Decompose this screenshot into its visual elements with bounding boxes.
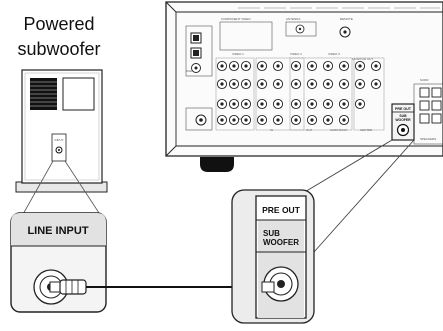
rear-rca-jack	[256, 98, 268, 110]
rear-rca-jack	[306, 78, 318, 90]
subwoofer-cabinet: INPUT	[15, 69, 108, 193]
rear-rca-jack	[290, 78, 302, 90]
rear-rca-jack	[370, 60, 382, 72]
rear-rca-jack	[322, 98, 334, 110]
rear-label-component: COMPONENT VIDEO	[221, 17, 251, 21]
rear-rca-jack	[216, 98, 228, 110]
rear-rca-jack	[354, 98, 366, 110]
line-input-callout: LINE INPUT	[10, 212, 107, 313]
receiver-subwoofer-preout: PRE OUT SUB WOOFER	[391, 103, 415, 141]
jack-group-frame	[215, 57, 255, 131]
rear-label-surr: SURR	[420, 78, 429, 82]
rear-rca-jack	[272, 60, 284, 72]
rear-label-monitor: MONITOR OUT	[352, 57, 373, 61]
zoom-callout-line-right	[313, 139, 415, 253]
rear-rca-jack	[256, 60, 268, 72]
jack-group-frame	[255, 57, 305, 131]
preout-zoom-panel: PRE OUT SUB WOOFER	[231, 189, 315, 324]
zoom-woofer-label: WOOFER	[263, 238, 299, 247]
receiver-unit: COMPONENT VIDEO ANTENNA REMOTE DIGITAL V…	[165, 1, 443, 172]
rear-rca-jack	[240, 78, 252, 90]
rear-rca-jack	[240, 60, 252, 72]
rear-rca-jack	[240, 98, 252, 110]
rear-rca-jack	[216, 114, 228, 126]
zoom-subwoofer-jack	[263, 266, 299, 302]
rear-rca-jack	[272, 78, 284, 90]
rear-rca-jack	[322, 78, 334, 90]
zoom-sub-label: SUB	[263, 229, 280, 238]
rear-rca-jack	[322, 60, 334, 72]
receiver-foot	[200, 157, 234, 172]
rear-rca-jack	[338, 60, 350, 72]
callout-line-right	[64, 160, 102, 217]
rear-rca-jack	[290, 114, 302, 126]
rear-rca-jack	[228, 98, 240, 110]
rear-rca-jack	[228, 60, 240, 72]
subwoofer-title-line2: subwoofer	[17, 39, 100, 59]
ground-screw	[185, 107, 213, 131]
rear-label-digital: DIGITAL	[186, 69, 198, 73]
rear-label-video1: VIDEO 1	[232, 52, 244, 56]
rear-rca-jack	[290, 60, 302, 72]
subwoofer-input-tiny-label: INPUT	[55, 138, 64, 142]
zoom-callout-line-left	[297, 139, 393, 197]
rear-rca-jack	[338, 98, 350, 110]
rear-rca-jack	[322, 114, 334, 126]
rear-rca-jack	[306, 60, 318, 72]
rear-rca-jack	[370, 78, 382, 90]
subwoofer-title-line1: Powered	[23, 14, 94, 34]
zoom-preout-label: PRE OUT	[262, 205, 301, 215]
receiver-preout-label: PRE OUT	[395, 107, 412, 111]
jack-group-frame	[289, 57, 353, 131]
rear-rca-jack	[338, 78, 350, 90]
rear-rca-jack	[354, 78, 366, 90]
rear-label-video3: VIDEO 3	[328, 52, 340, 56]
digital-block	[185, 25, 213, 77]
rear-rca-jack	[256, 114, 268, 126]
antenna-connector	[285, 21, 317, 37]
speaker-terminals	[413, 83, 443, 145]
rear-rca-jack	[228, 78, 240, 90]
rear-rca-jack	[216, 78, 228, 90]
rear-rca-jack	[338, 114, 350, 126]
subwoofer-panel	[62, 77, 95, 111]
rear-label-speakers: SPEAKERS	[420, 137, 436, 141]
receiver-woofer-label: WOOFER	[395, 118, 411, 122]
callout-line-left	[21, 160, 54, 217]
rear-rca-jack	[228, 114, 240, 126]
subwoofer-heatsink	[30, 78, 57, 110]
rear-label-audio: AUDIO	[234, 117, 244, 121]
line-input-label: LINE INPUT	[27, 225, 88, 237]
jack-group-frame	[353, 57, 385, 131]
remote-jack	[339, 26, 351, 38]
rear-label-video2: VIDEO 2	[290, 52, 302, 56]
rear-rca-jack	[290, 98, 302, 110]
rear-rca-jack	[306, 98, 318, 110]
cable-plug-tip	[261, 281, 275, 293]
rear-rca-jack	[256, 78, 268, 90]
rear-rca-jack	[272, 114, 284, 126]
rear-label-remote: REMOTE	[340, 17, 353, 21]
rear-jack-grid	[215, 57, 385, 131]
rear-rca-jack	[354, 60, 366, 72]
rear-label-antenna: ANTENNA	[286, 17, 300, 21]
component-video-block	[219, 21, 273, 51]
rear-rca-jack	[306, 114, 318, 126]
rear-rca-jack	[240, 114, 252, 126]
rear-rca-jack	[216, 60, 228, 72]
receiver-sub-label: SUB	[399, 114, 407, 118]
rear-rca-jack	[272, 98, 284, 110]
